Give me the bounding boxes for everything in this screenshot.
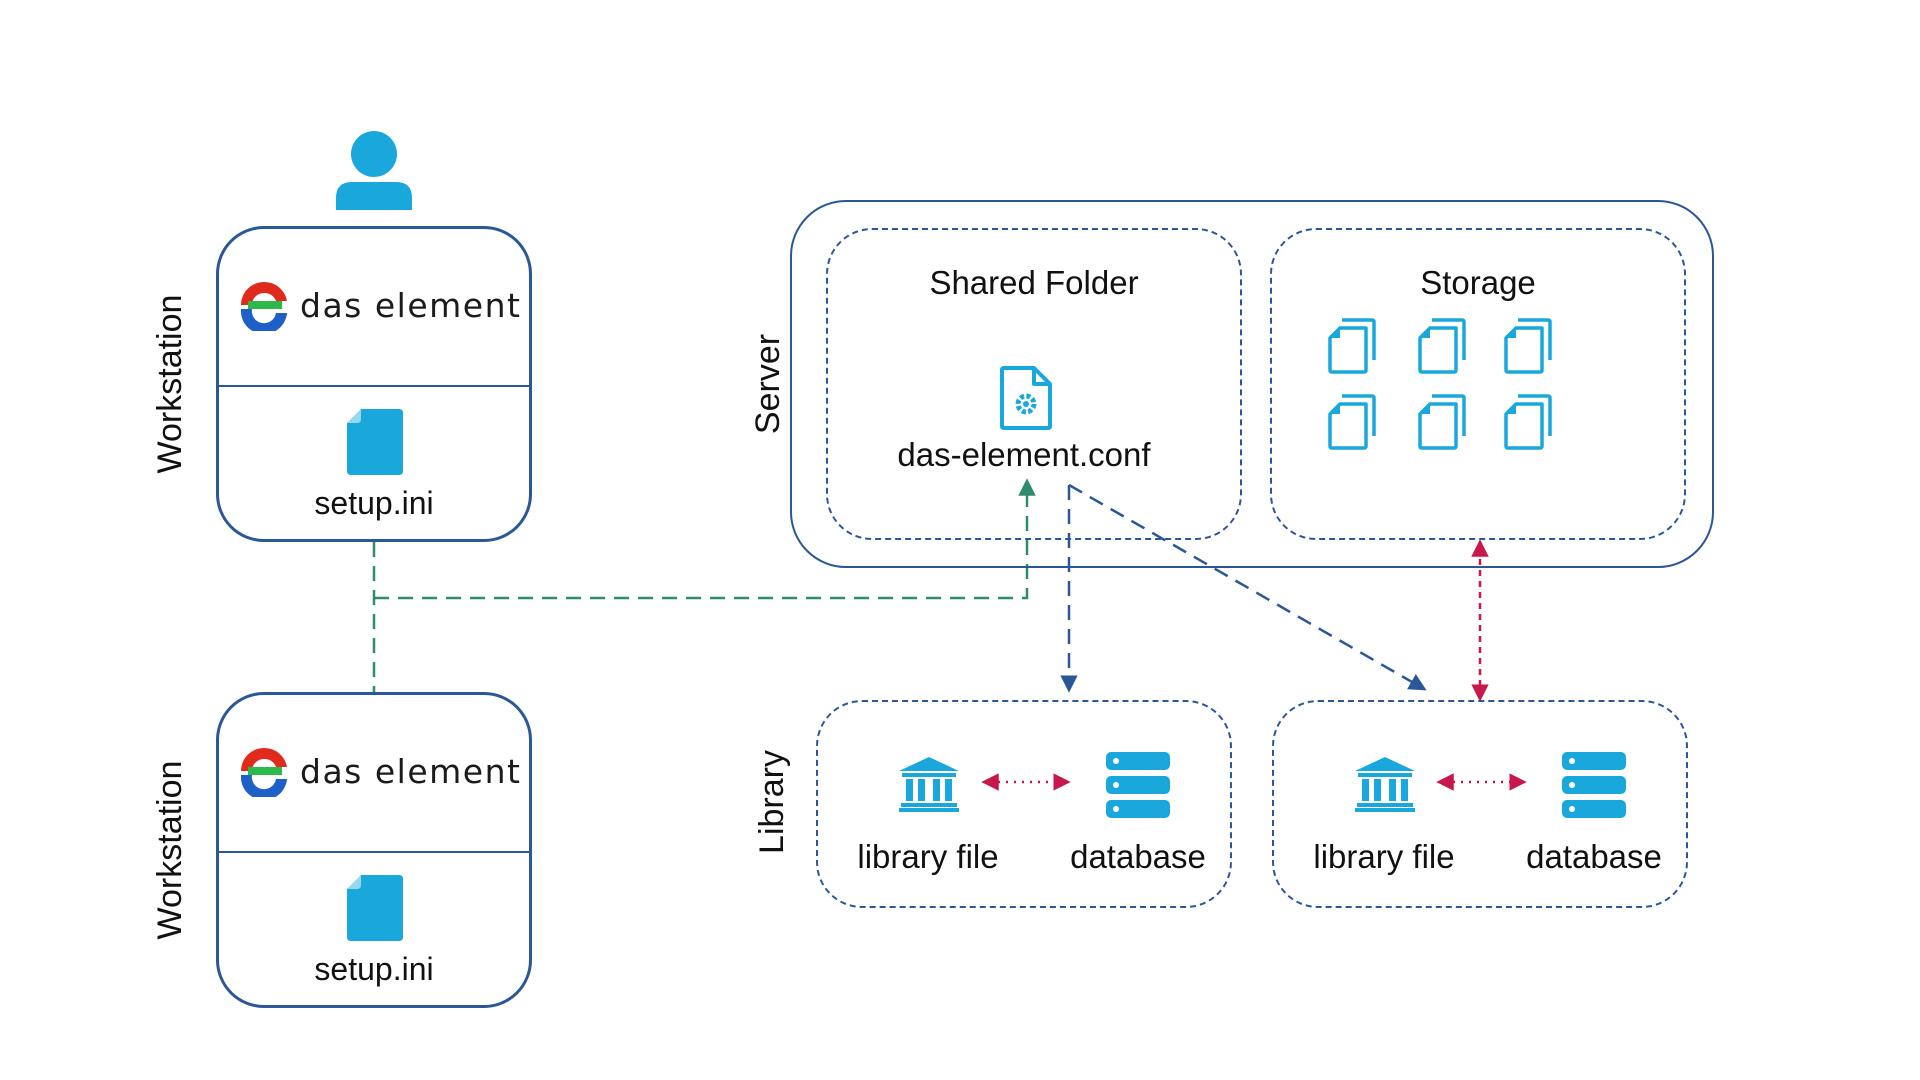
das-element-conf-label: das-element.conf (897, 436, 1151, 473)
workstation-divider (219, 385, 529, 387)
files-icon (1504, 318, 1552, 374)
brand-name: das element (300, 285, 522, 325)
bank-icon (1355, 757, 1415, 812)
setup-ini-label: setup.ini (314, 485, 434, 521)
database-icon (1562, 752, 1626, 818)
conf-to-library-2-arrow (1068, 483, 1427, 691)
brand-logo: das element (238, 279, 521, 331)
workstation-1-side-label: Workstation (151, 294, 189, 474)
workstation-2-side-label: Workstation (151, 760, 189, 940)
shared-folder-box: Shared Folder das-element.conf (826, 228, 1242, 540)
bank-icon (899, 757, 959, 812)
files-icon (1328, 318, 1376, 374)
library-group-1: library file database (816, 700, 1232, 908)
storage-title: Storage (1420, 264, 1536, 301)
server-side-label: Server (749, 333, 787, 435)
database-label: database (1526, 838, 1662, 875)
workstation-2: das element setup.ini (216, 692, 532, 1008)
files-icon (1418, 394, 1466, 450)
file-icon (347, 409, 403, 475)
library-group-2: library file database (1272, 700, 1688, 908)
file-icon (347, 875, 403, 941)
files-icon (1418, 318, 1466, 374)
database-icon (1106, 752, 1170, 818)
library-file-label: library file (1313, 838, 1455, 875)
library-file-label: library file (857, 838, 999, 875)
server-container (790, 200, 1714, 568)
workstation-1: das element setup.ini (216, 226, 532, 542)
setup-ini-label: setup.ini (314, 951, 434, 987)
files-icon (1328, 394, 1376, 450)
workstation-to-conf-link (374, 478, 1036, 600)
settings-file-icon (1000, 366, 1052, 430)
library-side-label: Library (753, 750, 791, 854)
files-icon (1504, 394, 1552, 450)
user-icon (336, 131, 412, 210)
brand-name: das element (300, 751, 522, 791)
workstation-divider (219, 851, 529, 853)
das-element-logo-icon (240, 747, 287, 797)
database-label: database (1070, 838, 1206, 875)
brand-logo: das element (238, 745, 521, 797)
storage-box: Storage (1270, 228, 1686, 540)
shared-folder-title: Shared Folder (929, 264, 1139, 301)
das-element-logo-icon (240, 281, 287, 331)
